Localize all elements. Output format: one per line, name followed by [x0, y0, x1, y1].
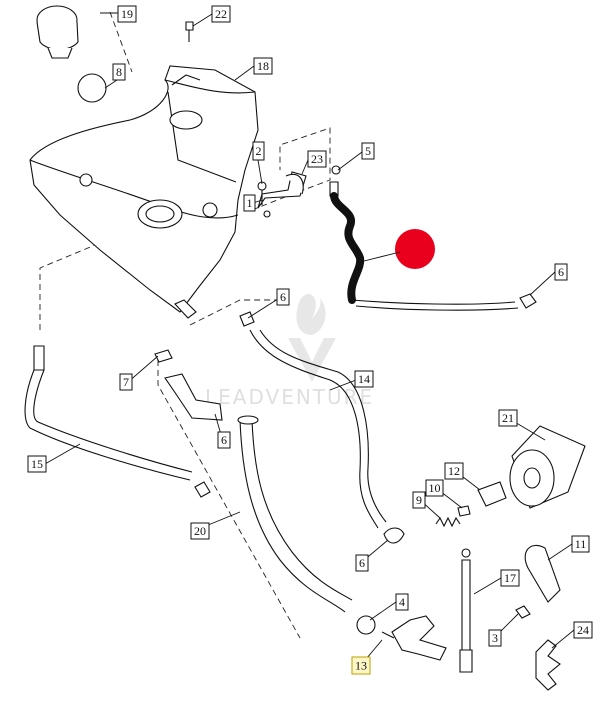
nipple-12 [477, 481, 507, 507]
callout-17: 17 [500, 569, 520, 587]
callout-11: 11 [571, 535, 590, 553]
part-10 [457, 505, 471, 517]
oil-filter [509, 425, 586, 509]
callout-6c: 6 [217, 431, 231, 449]
callout-2-label: 2 [256, 144, 262, 158]
callout-6a-label: 6 [558, 265, 564, 279]
callout-13-label: 13 [355, 659, 367, 673]
callout-8: 8 [112, 63, 126, 81]
watermark-text: LEADVENTURE [205, 385, 374, 409]
callout-14-label: 14 [358, 372, 370, 386]
callout-22-label: 22 [215, 7, 227, 21]
callout-6b-label: 6 [280, 290, 286, 304]
callout-10-label: 10 [429, 481, 441, 495]
spring-9 [435, 516, 461, 528]
callout-15: 15 [27, 455, 47, 473]
hose-14 [239, 311, 405, 544]
callout-11-label: 11 [575, 537, 587, 551]
callout-1: 1 [243, 194, 256, 212]
fitting-13 [356, 615, 447, 661]
callout-9-label: 9 [416, 493, 422, 507]
callout-21: 21 [498, 409, 518, 427]
callout-12: 12 [444, 462, 464, 480]
callout-22: 22 [211, 5, 231, 23]
screw-22 [185, 21, 194, 42]
callout-24: 24 [573, 621, 593, 639]
callout-4-label: 4 [399, 595, 405, 609]
callout-23: 23 [307, 150, 327, 168]
callout-10: 10 [425, 479, 444, 497]
callout-19-label: 19 [121, 7, 133, 21]
callout-6a: 6 [554, 263, 568, 281]
callout-18: 18 [253, 57, 273, 75]
callout-18-label: 18 [257, 59, 269, 73]
callout-24-label: 24 [577, 623, 589, 637]
oil-tank [29, 65, 259, 319]
callout-7-label: 7 [123, 375, 129, 389]
callout-7: 7 [119, 373, 133, 391]
callout-4: 4 [395, 593, 409, 611]
callout-20-label: 20 [194, 524, 206, 538]
callout-17-label: 17 [504, 571, 516, 585]
callout-6d: 6 [355, 554, 369, 572]
callout-23-label: 23 [311, 152, 323, 166]
clip-24 [535, 639, 561, 691]
callout-3: 3 [488, 629, 502, 647]
callout-5-label: 5 [365, 144, 371, 158]
cap-seal [77, 73, 107, 103]
clip-11 [524, 544, 561, 603]
hose-15 [24, 345, 211, 498]
callout-20: 20 [190, 522, 210, 540]
callout-19: 19 [117, 5, 137, 23]
callout-9: 9 [412, 491, 426, 509]
callout-3-label: 3 [492, 631, 498, 645]
callout-6d-label: 6 [359, 556, 365, 570]
callout-15-label: 15 [31, 457, 43, 471]
highlighted-hose [329, 181, 537, 311]
highlight-marker [395, 229, 435, 269]
dipstick-17 [459, 548, 473, 673]
leader-lines [44, 12, 575, 666]
callout-12-label: 12 [448, 464, 460, 478]
callout-6b: 6 [276, 288, 290, 306]
callout-2: 2 [252, 141, 265, 161]
watermark: LEADVENTURE [205, 293, 374, 409]
callout-1-label: 1 [247, 196, 253, 210]
mount-bracket [257, 165, 341, 218]
callout-14: 14 [354, 370, 374, 388]
callout-13: 13 [351, 656, 371, 675]
nut-3 [515, 605, 531, 619]
filler-cap [36, 5, 79, 59]
callout-21-label: 21 [502, 411, 514, 425]
hose-20 [154, 349, 353, 613]
callout-6c-label: 6 [221, 433, 227, 447]
callout-8-label: 8 [116, 65, 122, 79]
callout-5: 5 [361, 142, 375, 160]
